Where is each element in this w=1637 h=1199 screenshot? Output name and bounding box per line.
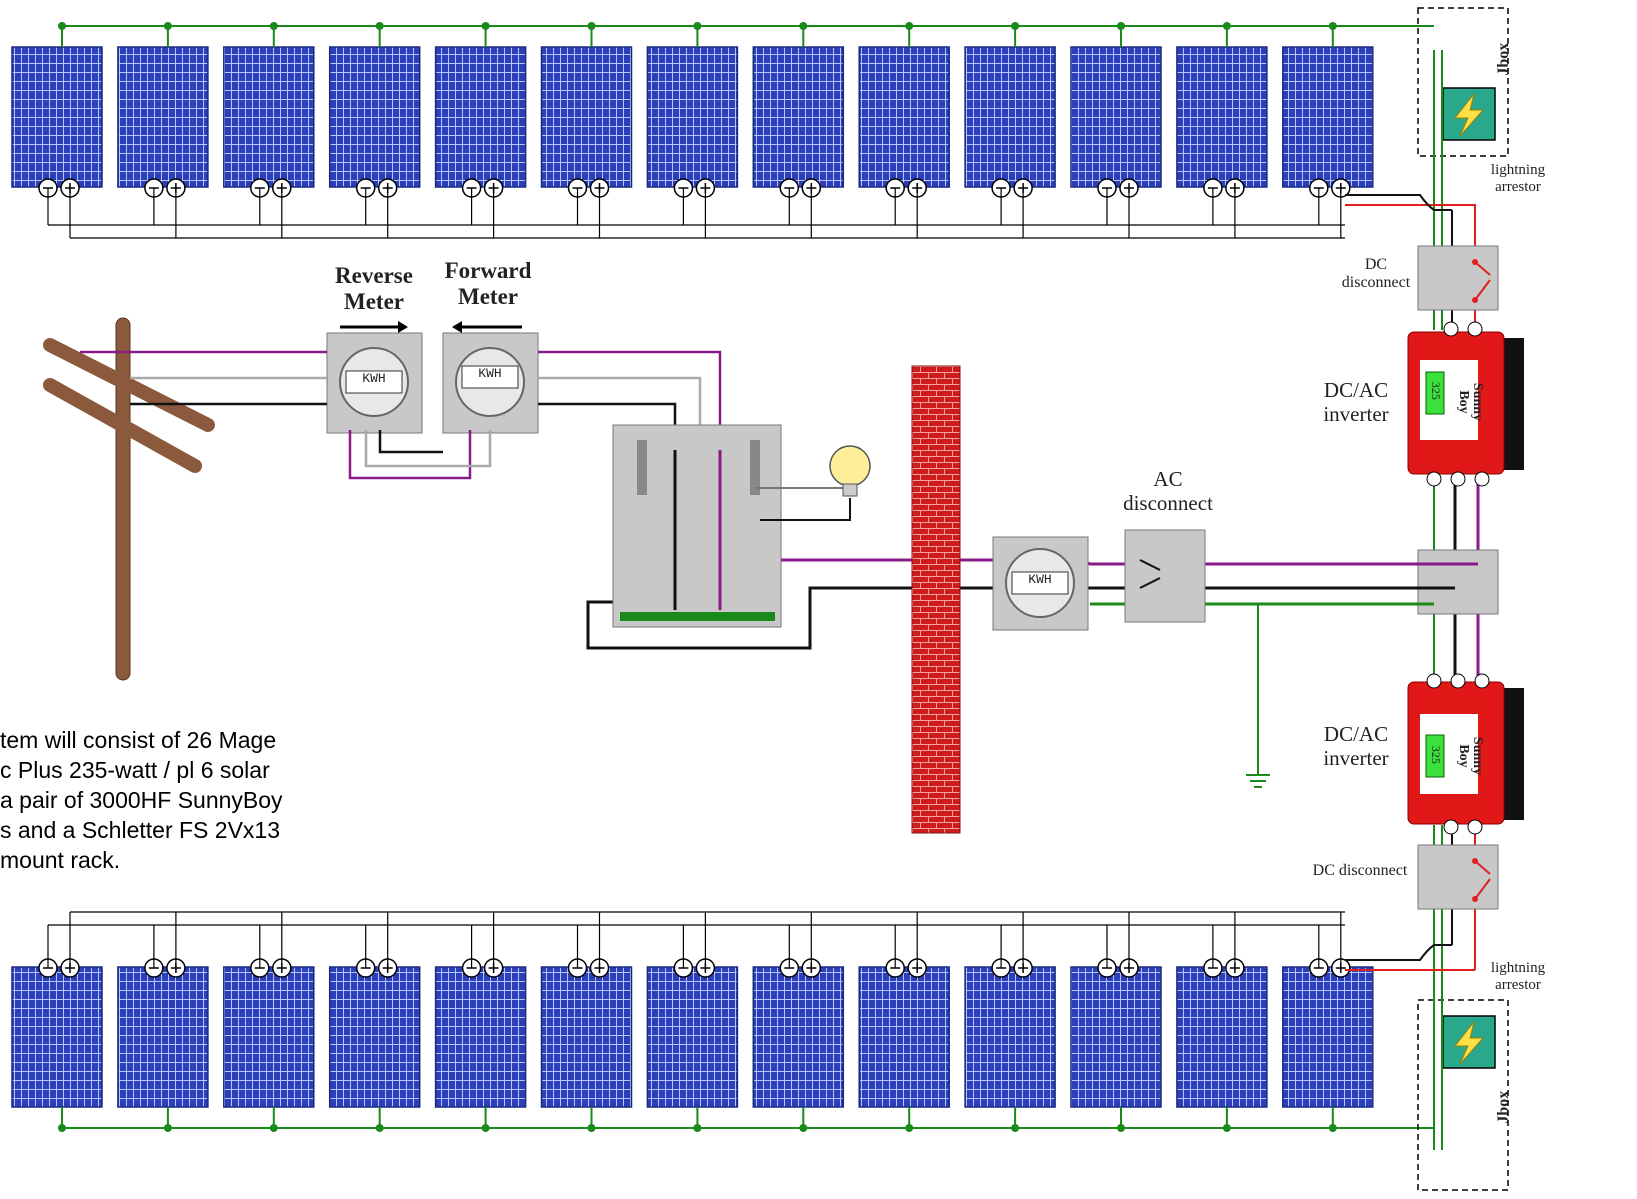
jbox-top	[1417, 7, 1509, 157]
solar-panel	[1070, 46, 1162, 188]
solar-panel	[646, 966, 739, 1108]
solar-panel	[752, 46, 845, 188]
solar-panel	[223, 46, 315, 188]
inverter-bottom-label: DC/AC inverter	[1323, 722, 1389, 771]
solar-panel	[11, 966, 103, 1108]
solar-panel	[752, 966, 845, 1108]
solar-panel	[858, 46, 950, 188]
jbox-bottom-label: Jbox	[1494, 1090, 1512, 1124]
solar-panel	[1070, 966, 1162, 1108]
solar-panel	[223, 966, 315, 1108]
light-bulb-icon	[829, 445, 871, 497]
bottom-panel-row	[11, 966, 1374, 1108]
system-description: tem will consist of 26 Mage c Plus 235-w…	[0, 727, 283, 873]
inverter-top-brand: Sunny Boy	[1456, 382, 1485, 422]
reverse-meter	[326, 321, 423, 434]
solar-panel	[540, 46, 633, 188]
kwh-production: KWH	[1028, 572, 1052, 587]
inverter-bottom	[1407, 673, 1524, 835]
solar-panel	[328, 966, 421, 1108]
dc-disconnect-top	[1417, 245, 1499, 311]
inverter-top-display: 325	[1428, 381, 1443, 400]
breaker-panel	[612, 424, 851, 628]
dc-disconnect-top-label: DC disconnect	[1341, 256, 1411, 292]
jbox-bottom	[1417, 999, 1509, 1191]
solar-panel	[328, 46, 421, 188]
inverter-bottom-brand: Sunny Boy	[1456, 736, 1485, 776]
inverter-top-label: DC/AC inverter	[1323, 378, 1389, 427]
reverse-meter-label: Reverse Meter	[335, 263, 413, 315]
inverter-bottom-display: 325	[1428, 745, 1443, 764]
bottom-string-wiring	[38, 911, 1434, 1132]
production-meter	[992, 536, 1089, 631]
forward-meter-label: Forward Meter	[444, 258, 532, 310]
solar-panel	[11, 46, 103, 188]
solar-panel	[646, 46, 739, 188]
solar-panel	[1282, 46, 1374, 188]
solar-panel	[1176, 46, 1268, 188]
brick-wall	[911, 365, 961, 834]
solar-panel	[540, 966, 633, 1108]
jbox-top-label: Jbox	[1494, 42, 1512, 76]
kwh-forward: KWH	[478, 366, 502, 381]
solar-panel	[1282, 966, 1374, 1108]
forward-meter	[442, 321, 539, 434]
solar-panel	[434, 966, 527, 1108]
ac-disconnect-label: AC disconnect	[1123, 467, 1213, 516]
solar-panel	[117, 46, 209, 188]
solar-panel	[117, 966, 209, 1108]
top-string-wiring	[38, 22, 1434, 239]
dc-disconnect-bottom-label: DC disconnect	[1312, 862, 1408, 879]
top-panel-row	[11, 46, 1374, 188]
utility-pole	[43, 317, 215, 681]
solar-panel	[434, 46, 527, 188]
inverter-top	[1407, 321, 1524, 487]
lightning-arrestor-top-label: lightning arrestor	[1490, 162, 1546, 196]
solar-panel	[964, 46, 1056, 188]
solar-panel	[964, 966, 1056, 1108]
solar-panel	[858, 966, 950, 1108]
kwh-reverse: KWH	[362, 371, 386, 386]
dc-disconnect-bottom	[1417, 844, 1499, 910]
solar-panel	[1176, 966, 1268, 1108]
service-wires	[80, 350, 722, 520]
lightning-arrestor-bottom-label: lightning arrestor	[1490, 960, 1546, 994]
ac-disconnect	[1124, 529, 1206, 623]
